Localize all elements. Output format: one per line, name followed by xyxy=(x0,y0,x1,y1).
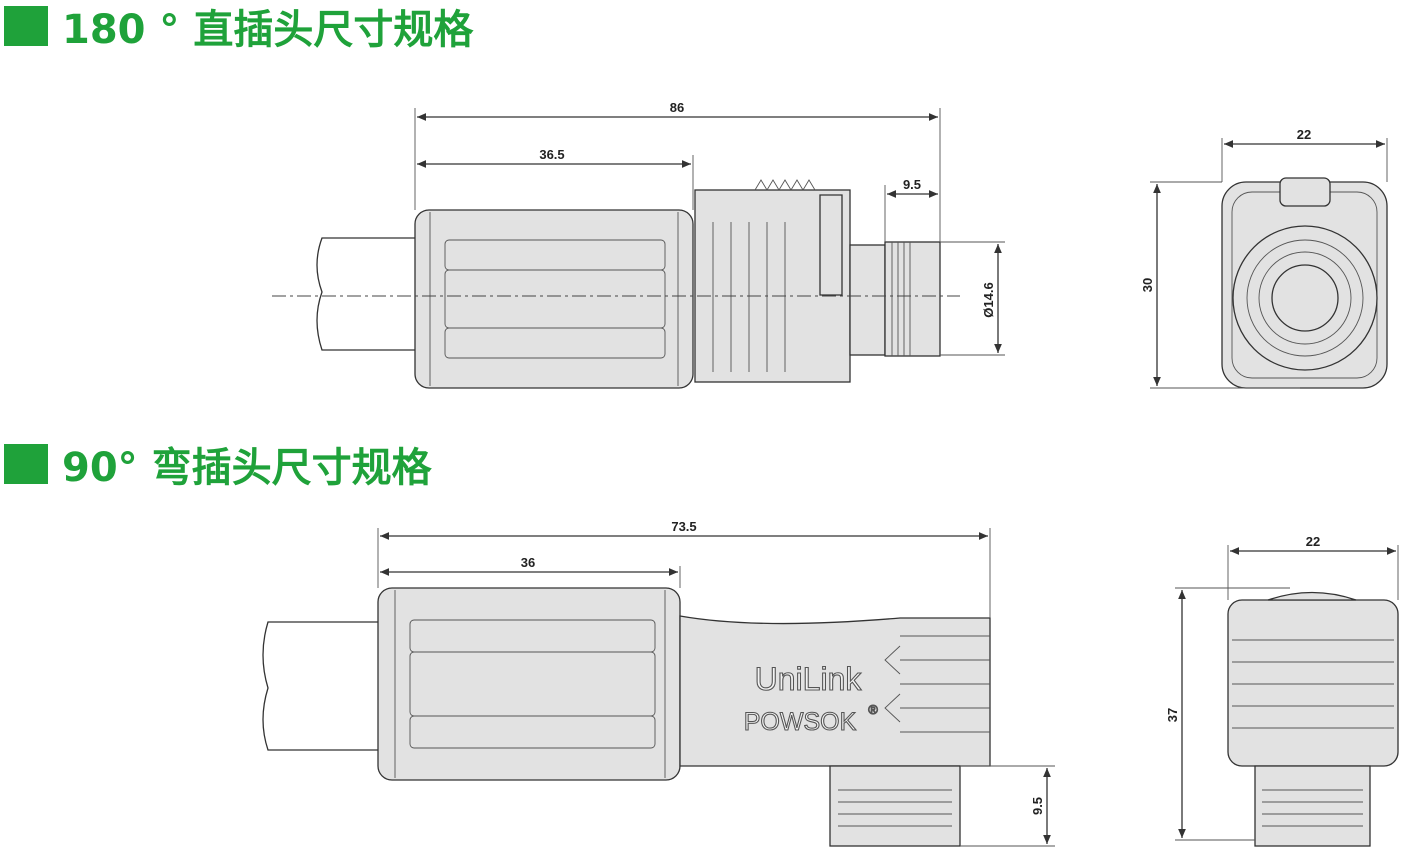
square-bullet-icon xyxy=(4,6,48,46)
dim-body-angled: 36 xyxy=(521,555,535,570)
brand-mark: ® xyxy=(868,702,878,717)
title-text-straight: 180 ° 直插头尺寸规格 xyxy=(62,7,474,53)
straight-dimensions: 86 36.5 9.5 Ø14.6 xyxy=(414,100,1005,356)
dim-body-straight: 36.5 xyxy=(539,147,564,162)
straight-plug-side-view xyxy=(272,179,960,389)
dim-pin-straight: 9.5 xyxy=(903,177,921,192)
dim-overall-straight: 86 xyxy=(670,100,684,115)
dim-pin-angled: 9.5 xyxy=(1030,797,1045,815)
brand-line2: POWSOK xyxy=(744,708,857,736)
nut-angled xyxy=(377,587,681,781)
housing-angled xyxy=(679,615,991,767)
angled-plug-end-view xyxy=(1227,591,1399,847)
section-title-straight: 180 ° 直插头尺寸规格 xyxy=(0,4,473,53)
nut-straight xyxy=(414,209,694,389)
dim-diameter-straight: Ø14.6 xyxy=(981,282,996,317)
cable-angled xyxy=(262,621,378,751)
title-text-angled: 90° 弯插头尺寸规格 xyxy=(62,445,432,491)
square-bullet-icon xyxy=(4,444,48,484)
dim-height-angled: 37 xyxy=(1165,708,1180,722)
dim-width-angled: 22 xyxy=(1306,534,1320,549)
angled-dimensions: 73.5 36 9.5 xyxy=(377,519,1055,847)
angled-plug-side-view: UniLink POWSOK ® xyxy=(262,587,991,847)
straight-end-dimensions: 22 30 xyxy=(1140,127,1388,389)
angled-end-dimensions: 22 37 xyxy=(1165,534,1399,841)
brand-line1: UniLink xyxy=(755,661,863,697)
dim-overall-angled: 73.5 xyxy=(671,519,696,534)
cable-straight xyxy=(316,237,415,351)
straight-plug-end-view xyxy=(1221,177,1388,389)
dim-height-straight: 30 xyxy=(1140,278,1155,292)
section-title-angled: 90° 弯插头尺寸规格 xyxy=(0,442,432,491)
dim-width-straight: 22 xyxy=(1297,127,1311,142)
